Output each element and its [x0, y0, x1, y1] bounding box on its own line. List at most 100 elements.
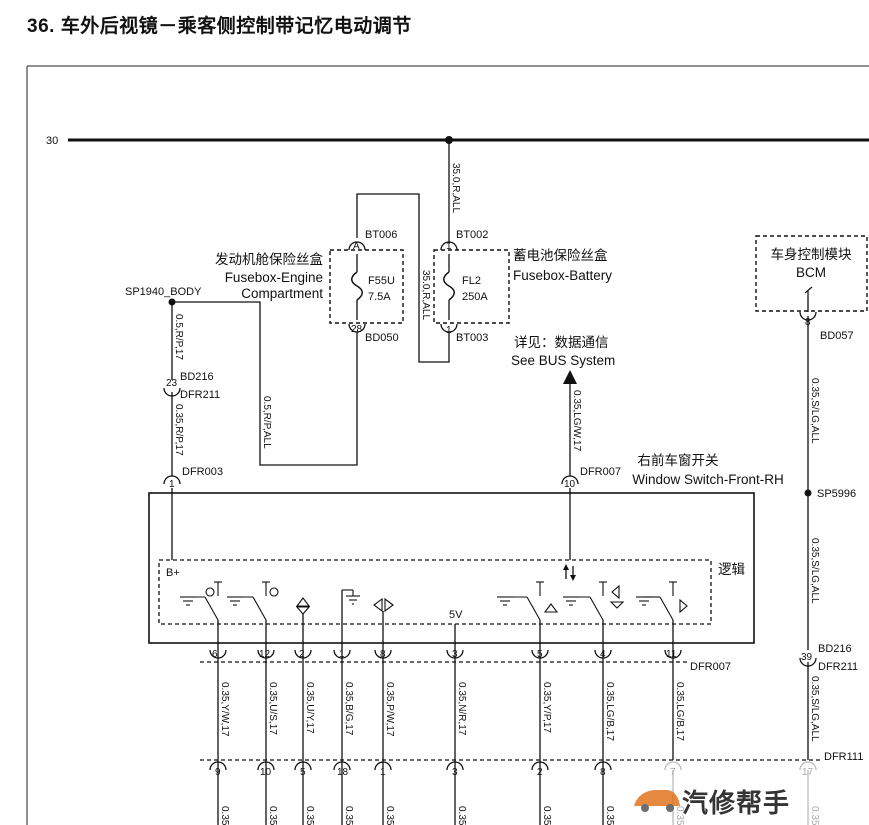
fl2-return-wire-label: 35.0,R,ALL — [420, 270, 431, 320]
upper-pin-labels: 6 12 2 1 8 3 5 4 11 — [212, 649, 677, 660]
bus-bidirectional-icon — [563, 564, 576, 581]
dfr007-label-top: DFR007 — [580, 466, 621, 478]
bus-ref-en: See BUS System — [511, 353, 615, 368]
mirror-heat-switch-icon — [227, 581, 279, 621]
splice-sp5996-label: SP5996 — [817, 488, 856, 500]
svg-text:0.35,Y/W,17: 0.35,Y/W,17 — [219, 682, 230, 737]
svg-text:3: 3 — [452, 649, 458, 660]
svg-text:0.35: 0.35 — [304, 806, 315, 825]
svg-text:3: 3 — [452, 767, 458, 778]
battery-fusebox-name-en: Fusebox-Battery — [513, 268, 612, 283]
upper-conn-label: DFR007 — [690, 661, 731, 673]
fl2-connector-bottom — [440, 323, 458, 333]
bottom-wire-labels: 0.35,Y/W,17 0.35,U/S,17 0.35,U/Y,17 0.35… — [219, 682, 685, 741]
lower-conn-label: DFR111 — [824, 751, 863, 763]
inline-conn-39-bottom: DFR211 — [818, 661, 858, 673]
svg-text:11: 11 — [666, 649, 677, 660]
mirror-fold-switch-icon — [180, 581, 222, 621]
svg-text:0.35: 0.35 — [809, 806, 820, 825]
fuse-fl2-symbol — [443, 271, 455, 301]
svg-text:10: 10 — [260, 767, 272, 778]
fuse-f55u-symbol — [351, 271, 363, 301]
battery-fusebox-name-cn: 蓄电池保险丝盒 — [513, 247, 608, 263]
inline-conn-39-pin: 39 — [801, 652, 813, 663]
window-switch-name-en: Window Switch-Front-RH — [632, 472, 784, 487]
svg-text:17: 17 — [802, 767, 814, 778]
svg-text:汽修帮手: 汽修帮手 — [682, 788, 790, 818]
bus-ref-arrow — [563, 370, 577, 384]
logic-box — [158, 559, 712, 625]
svg-text:0.35,LG/B,17: 0.35,LG/B,17 — [674, 682, 685, 741]
internal-switches — [180, 581, 688, 621]
fuse-fl2-rating: 250A — [462, 291, 488, 303]
dfr007-pin10: 10 — [564, 479, 576, 490]
v5-label: 5V — [449, 609, 463, 621]
svg-text:0.35,B/G,17: 0.35,B/G,17 — [343, 682, 354, 736]
bcm-conn: BD057 — [820, 330, 854, 342]
f55u-connector-top — [348, 241, 366, 251]
cut-wire-labels: 0.35 0.35 0.35 0.35 0.35 0.35 0.35 0.35 … — [219, 806, 820, 825]
car-logo-icon — [634, 790, 680, 812]
conn-bt003: BT003 — [456, 332, 488, 344]
f55u-pin-out: 28 — [351, 324, 363, 335]
lower-conn-arcs — [209, 761, 817, 771]
ground-pin-icon — [342, 589, 360, 605]
battery-fusebox — [433, 249, 510, 324]
fl2-connector-top — [440, 241, 458, 251]
bus-label: 30 — [46, 135, 58, 147]
logic-label: 逻辑 — [718, 562, 745, 577]
bcm-box — [755, 235, 868, 312]
bcm-down-wire-label: 0.35,S/LG,ALL — [809, 378, 820, 444]
page-title: 36. 车外后视镜－乘客侧控制带记忆电动调节 — [27, 14, 412, 37]
svg-text:0.35: 0.35 — [343, 806, 354, 825]
svg-text:0.35,Y/P,17: 0.35,Y/P,17 — [541, 682, 552, 733]
svg-text:6: 6 — [212, 649, 218, 660]
fuse-f55u-id: F55U — [368, 275, 395, 287]
f55u-connector-bottom — [348, 323, 366, 333]
right-lower-wire-label: 0.35,S/LG,ALL — [809, 676, 820, 742]
bus-lgw-wire-label: 0.35,LG/W,17 — [571, 390, 582, 452]
f55u-out-wire — [172, 301, 358, 466]
svg-text:5: 5 — [300, 767, 306, 778]
svg-text:1: 1 — [339, 649, 345, 660]
fl2-pin-out: 1 — [446, 325, 452, 336]
fuse-f55u-rating: 7.5A — [368, 291, 391, 303]
svg-text:4: 4 — [600, 649, 606, 660]
up-down-arrows-icon — [295, 597, 311, 615]
left-wire-lower-label: 0.35,R/P,17 — [173, 404, 184, 456]
dfr003-pin: 1 — [169, 479, 175, 490]
lower-pin-labels: 9 10 5 18 1 3 2 8 7 17 — [215, 767, 814, 778]
conn-bd050: BD050 — [365, 332, 399, 344]
svg-text:0.35,U/Y,17: 0.35,U/Y,17 — [304, 682, 315, 734]
inline-conn-23-top: BD216 — [180, 371, 214, 383]
sp5996-down-wire-label: 0.35,S/LG,ALL — [809, 538, 820, 604]
svg-text:0.35: 0.35 — [219, 806, 230, 825]
svg-text:8: 8 — [600, 767, 606, 778]
engine-fusebox-name-en-1: Fusebox-Engine — [225, 270, 323, 285]
splice-sp1940-label: SP1940_BODY — [125, 286, 202, 298]
dfr003-connector — [163, 475, 181, 485]
svg-text:18: 18 — [337, 767, 349, 778]
bcm-switch-symbol — [804, 286, 813, 296]
fl2-return-wire — [356, 193, 450, 363]
fuse-fl2-id: FL2 — [462, 275, 481, 287]
mirror-right-switch-icon — [636, 581, 688, 621]
inline-conn-23-bottom: DFR211 — [180, 389, 220, 401]
conn-bt006: BT006 — [365, 229, 397, 241]
inline-conn-39-top: BD216 — [818, 643, 852, 655]
svg-text:0.35: 0.35 — [384, 806, 395, 825]
f55u-pin-in: A — [353, 241, 360, 252]
svg-text:7: 7 — [670, 767, 676, 778]
bplus-label: B+ — [166, 567, 180, 579]
fl2-pin-in: 1 — [446, 241, 452, 252]
f55u-out-wire-label: 0.5,R/P,ALL — [261, 396, 272, 449]
engine-fusebox-name-en-2: Compartment — [241, 286, 323, 301]
svg-text:1: 1 — [380, 767, 386, 778]
svg-text:0.35,LG/B,17: 0.35,LG/B,17 — [604, 682, 615, 741]
svg-text:5: 5 — [537, 649, 543, 660]
bus-drop-wire-label: 35.0,R,ALL — [450, 163, 461, 213]
bcm-name-cn: 车身控制模块 — [771, 246, 852, 262]
svg-text:0.35: 0.35 — [674, 806, 685, 825]
svg-text:0.35,N/R,17: 0.35,N/R,17 — [456, 682, 467, 736]
